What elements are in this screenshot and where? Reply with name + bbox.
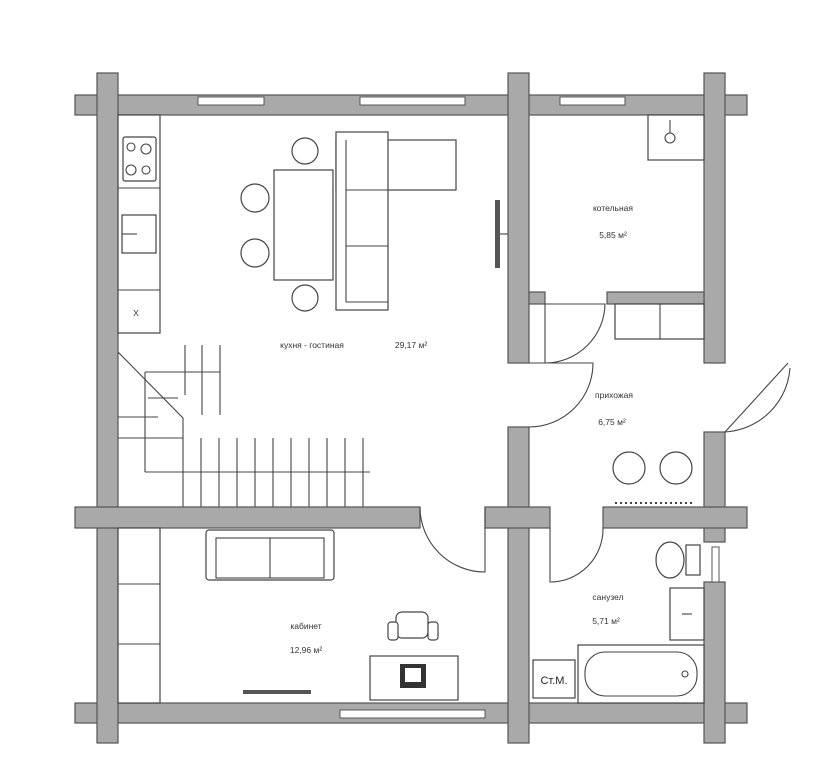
- bathroom-fixtures: Ст.М.: [532, 541, 705, 704]
- pouf: [659, 451, 693, 485]
- toilet-icon: [655, 541, 701, 579]
- room-name-kitchen: кухня - гостиная: [280, 340, 344, 350]
- door-office: [419, 506, 486, 573]
- dining-table: [273, 169, 334, 281]
- kitchen-counter: X: [117, 114, 161, 334]
- appliance-mark: X: [133, 308, 139, 318]
- room-area-bath: 5,71 м²: [592, 616, 620, 626]
- room-area-kitchen: 29,17 м²: [395, 340, 427, 350]
- bookcase: [117, 527, 161, 704]
- cooktop-icon: [122, 136, 157, 182]
- chair: [240, 238, 270, 268]
- door-entrance: [724, 362, 791, 433]
- wall-interior-v-upper: [507, 72, 530, 364]
- room-name-hall: прихожая: [595, 390, 633, 400]
- door-boiler: [544, 303, 606, 364]
- room-name-office: кабинет: [290, 621, 321, 631]
- room-name-boiler: котельная: [593, 203, 633, 213]
- wall-right-lower: [703, 581, 726, 744]
- dining-set: [240, 137, 334, 312]
- riser-box: [532, 659, 576, 699]
- sink-icon: [121, 214, 157, 254]
- hall-furniture: [612, 303, 705, 504]
- tv-icon: [495, 200, 508, 268]
- wall-interior-v-lower: [507, 426, 530, 744]
- window: [359, 96, 466, 106]
- windows: [197, 96, 720, 719]
- washbasin-icon: [669, 587, 705, 641]
- window: [711, 546, 720, 583]
- window: [197, 96, 265, 106]
- wall-boiler-stub: [528, 291, 546, 305]
- tv-icon: [243, 690, 311, 694]
- office-chair-icon: [387, 611, 439, 641]
- boiler-sink: [647, 114, 705, 161]
- pouf: [612, 451, 646, 485]
- room-area-office: 12,96 м²: [290, 645, 322, 655]
- bathtub-icon: [577, 644, 705, 704]
- sink: [647, 114, 705, 161]
- door-kitchen-hall: [528, 362, 594, 428]
- room-area-hall: 6,75 м²: [598, 417, 626, 427]
- room-labels: кухня - гостиная 29,17 м² котельная 5,85…: [280, 203, 633, 655]
- office-furniture: [117, 527, 459, 704]
- window: [559, 96, 626, 106]
- staircase: [117, 345, 370, 507]
- wall-right-upper: [703, 72, 726, 364]
- door-bath: [549, 527, 604, 583]
- chair: [240, 183, 270, 213]
- window: [339, 709, 486, 719]
- doors: [419, 303, 791, 583]
- wall-mid-horizontal: [484, 506, 551, 529]
- monitor-icon: [400, 664, 426, 688]
- chair: [291, 284, 319, 312]
- wall-kitchen-office: [74, 506, 421, 529]
- chair: [291, 137, 319, 165]
- room-area-boiler: 5,85 м²: [599, 230, 627, 240]
- walls: [74, 72, 748, 744]
- room-name-bath: санузел: [592, 592, 623, 602]
- wall-left: [96, 72, 119, 744]
- wall-boiler-bottom: [606, 291, 705, 305]
- corner-sofa: [335, 131, 457, 311]
- sofa-side: [335, 131, 389, 311]
- riser-label: Ст.М.: [540, 675, 567, 687]
- wall-hall-bath: [602, 506, 748, 529]
